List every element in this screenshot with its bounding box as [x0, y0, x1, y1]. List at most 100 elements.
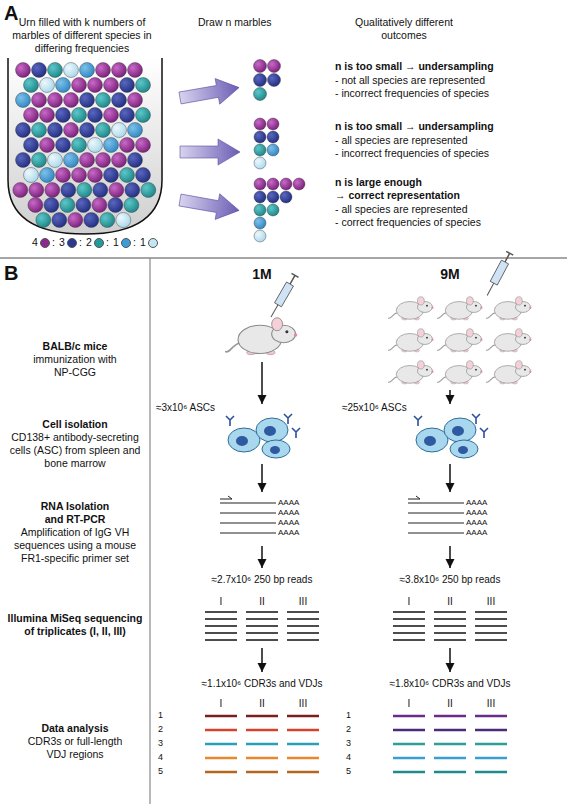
row-number: 2	[158, 724, 170, 735]
syringe	[484, 251, 514, 297]
marble	[280, 178, 292, 190]
marble	[268, 74, 281, 87]
read-line	[475, 618, 507, 620]
transcript-line	[220, 532, 276, 533]
replicate-label: III	[288, 698, 318, 711]
clonotype-line	[393, 715, 425, 718]
step-note: immunization with NP-CGG	[33, 353, 117, 379]
marble	[76, 198, 91, 213]
row-number: 4	[346, 752, 358, 763]
marble	[32, 153, 47, 168]
marble	[128, 123, 143, 138]
ratio-separator: :	[133, 236, 141, 249]
marble	[48, 123, 63, 138]
marble	[112, 63, 127, 78]
polya-tail: AAAA	[466, 508, 506, 518]
marble	[16, 123, 31, 138]
outcome-heading: → correct representation	[335, 189, 565, 202]
marble	[128, 63, 143, 78]
marble	[61, 183, 76, 198]
marble	[128, 153, 143, 168]
count-label: ≈2.7x10⁶ 250 bp reads	[187, 574, 337, 587]
polya-tail: AAAA	[278, 498, 318, 508]
read-line	[287, 618, 319, 620]
marble	[254, 230, 266, 242]
legend-count: 2	[86, 236, 94, 249]
primer-arrow	[408, 496, 420, 499]
read-line	[246, 625, 278, 627]
clonotype-line	[205, 757, 237, 760]
transcript-line	[220, 502, 276, 503]
marble	[136, 138, 151, 153]
ratio-separator: :	[79, 236, 87, 249]
read-line	[287, 639, 319, 641]
column-divider	[149, 258, 150, 804]
draw-arrows	[178, 75, 242, 223]
marble	[32, 93, 47, 108]
replicate-label: III	[476, 698, 506, 711]
marble	[120, 78, 135, 93]
legend-swatch	[67, 238, 77, 248]
marble	[40, 168, 55, 183]
marble	[40, 78, 55, 93]
marble	[104, 78, 119, 93]
marble	[16, 153, 31, 168]
step-note: Amplification of IgG VH sequences using …	[5, 526, 145, 565]
marble	[254, 60, 267, 73]
read-line	[287, 611, 319, 613]
marble	[109, 183, 124, 198]
marble	[96, 153, 111, 168]
panel-letter: B	[4, 261, 28, 286]
marble	[48, 93, 63, 108]
read-line	[434, 611, 466, 613]
read-line	[393, 639, 425, 641]
marble	[125, 183, 140, 198]
urn-caption: Urn filled with k numbers of marbles of …	[6, 16, 158, 55]
marble	[254, 144, 266, 156]
marble	[104, 138, 119, 153]
legend-swatch	[148, 238, 158, 248]
read-line	[434, 618, 466, 620]
clonotype-line	[475, 771, 507, 774]
marble	[267, 118, 279, 130]
marble	[24, 108, 39, 123]
marble	[93, 183, 108, 198]
clonotype-line	[434, 743, 466, 746]
marble	[72, 78, 87, 93]
marble	[56, 168, 71, 183]
clonotype-line	[434, 729, 466, 732]
step-heading: Data analysis	[5, 722, 145, 735]
polya-tail: AAAA	[278, 508, 318, 518]
marble	[13, 183, 28, 198]
marble	[64, 93, 79, 108]
read-line	[287, 632, 319, 634]
read-line	[246, 639, 278, 641]
polya-tail: AAAA	[466, 528, 506, 538]
outcome-note: - correct frequencies of species	[335, 216, 565, 229]
marble	[16, 63, 31, 78]
transcript-line	[408, 532, 464, 533]
marble	[40, 108, 55, 123]
outcome-heading: n is too small → undersampling	[335, 120, 565, 133]
clonotype-line	[287, 715, 319, 718]
row-number: 1	[158, 710, 170, 721]
marble	[72, 168, 87, 183]
panel-divider	[0, 257, 567, 259]
marble	[267, 144, 279, 156]
marble	[45, 183, 60, 198]
outcome-heading: n is too small → undersampling	[335, 60, 565, 73]
clonotype-line	[205, 743, 237, 746]
clonotype-line	[434, 757, 466, 760]
clonotype-line	[475, 757, 507, 760]
marble	[77, 183, 92, 198]
marble	[92, 198, 107, 213]
read-line	[434, 632, 466, 634]
marble	[141, 183, 156, 198]
urn-marbles	[13, 63, 156, 228]
marble	[96, 93, 111, 108]
clonotype-line	[393, 729, 425, 732]
marble	[96, 123, 111, 138]
count-label: ≈25x10⁶ ASCs	[342, 402, 432, 415]
marble	[88, 138, 103, 153]
